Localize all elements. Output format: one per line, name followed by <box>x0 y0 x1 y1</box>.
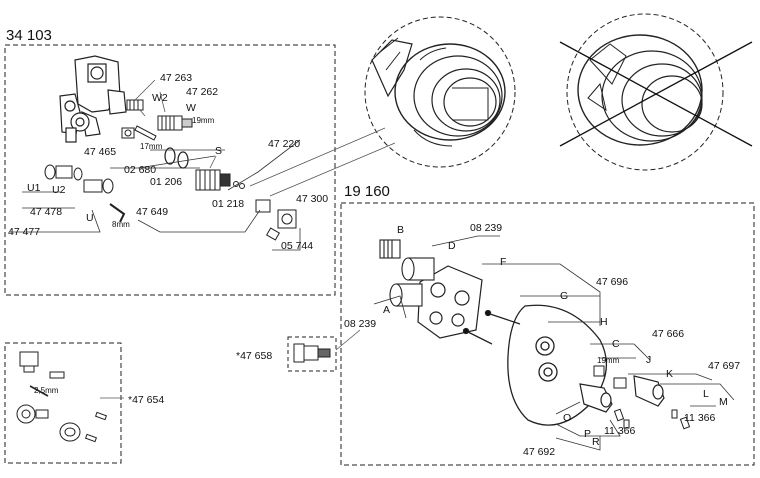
label-U: U <box>86 212 94 224</box>
label-J: J <box>646 354 652 366</box>
detail-circle-correct <box>364 16 516 168</box>
label-C: C <box>612 338 620 350</box>
label-S: S <box>215 145 223 157</box>
hex-key-8mm <box>109 203 126 223</box>
label-47649: 47 649 <box>136 206 169 218</box>
label-47478: 47 478 <box>30 206 63 218</box>
label-47696: 47 696 <box>596 276 629 288</box>
label-19mm-bottom: 19mm <box>597 356 620 365</box>
adapters-CJ <box>593 365 627 389</box>
grouping-lines-right <box>373 235 735 451</box>
group-box-47658 <box>287 336 337 372</box>
label-47300: 47 300 <box>296 193 329 205</box>
grouping-lines-left <box>10 139 301 251</box>
label-47220: 47 220 <box>268 138 301 150</box>
label-02680: 02 680 <box>124 164 157 176</box>
label-47262: 47 262 <box>186 86 219 98</box>
label-01206: 01 206 <box>150 176 183 188</box>
o-rings-set <box>164 147 189 169</box>
group-box-34103 <box>4 44 336 296</box>
label-B: B <box>397 224 405 236</box>
detail-circle-incorrect <box>559 13 753 171</box>
label-2-5mm: 2,5mm <box>34 386 59 395</box>
cartridge-47658 <box>293 343 331 363</box>
label-W2: W2 <box>152 92 168 104</box>
group-box-19160 <box>340 202 755 466</box>
screw-05744 <box>265 227 281 241</box>
sleeves-D-08239 <box>389 257 435 307</box>
label-O: O <box>563 412 572 424</box>
label-A: A <box>383 304 391 316</box>
label-47692: 47 692 <box>523 446 556 458</box>
mounting-frame <box>417 265 483 339</box>
cartridge-47262 <box>157 115 193 131</box>
parts-47654 <box>16 351 108 443</box>
label-8mm: 8mm <box>112 220 130 229</box>
mixing-valve-body <box>59 55 127 143</box>
label-W: W <box>186 102 196 114</box>
group-box-47654 <box>4 342 122 464</box>
label-11366-b: 11 366 <box>684 412 716 424</box>
label-L: L <box>703 388 709 400</box>
label-05744: 05 744 <box>281 240 314 252</box>
label-P: P <box>584 428 592 440</box>
nut-47465 <box>121 127 135 139</box>
spanner-17mm <box>134 125 157 141</box>
label-19mm-top: 19mm <box>192 116 215 125</box>
group-title-19160: 19 160 <box>344 183 390 200</box>
label-U1: U1 <box>27 182 41 194</box>
check-valves-U <box>44 164 114 194</box>
group-title-34103: 34 103 <box>6 27 52 44</box>
label-01218: 01 218 <box>212 198 245 210</box>
label-47654: *47 654 <box>128 394 165 406</box>
label-08239-bottom: 08 239 <box>344 318 377 330</box>
label-R: R <box>592 436 600 448</box>
label-M: M <box>719 396 728 408</box>
thermostatic-cartridge-S <box>195 169 245 191</box>
label-47666: 47 666 <box>652 328 685 340</box>
label-11366-a: 11 366 <box>604 425 636 437</box>
set-screws-11366 <box>613 408 691 430</box>
label-08239-top: 08 239 <box>470 222 503 234</box>
label-17mm: 17mm <box>140 142 163 151</box>
label-47697: 47 697 <box>708 360 741 372</box>
extension-B <box>379 239 401 259</box>
label-47658: *47 658 <box>236 350 273 362</box>
label-47477: 47 477 <box>8 226 41 238</box>
label-G: G <box>560 290 569 302</box>
screws-FG <box>462 309 521 345</box>
label-47263: 47 263 <box>160 72 193 84</box>
label-D: D <box>448 240 456 252</box>
handles-KO <box>579 375 665 413</box>
label-U2: U2 <box>52 184 66 196</box>
cartridge-47263 <box>126 99 144 111</box>
label-K: K <box>666 368 674 380</box>
adapter-47300 <box>255 199 297 229</box>
label-47465: 47 465 <box>84 146 117 158</box>
label-F: F <box>500 256 507 268</box>
label-H: H <box>600 316 608 328</box>
